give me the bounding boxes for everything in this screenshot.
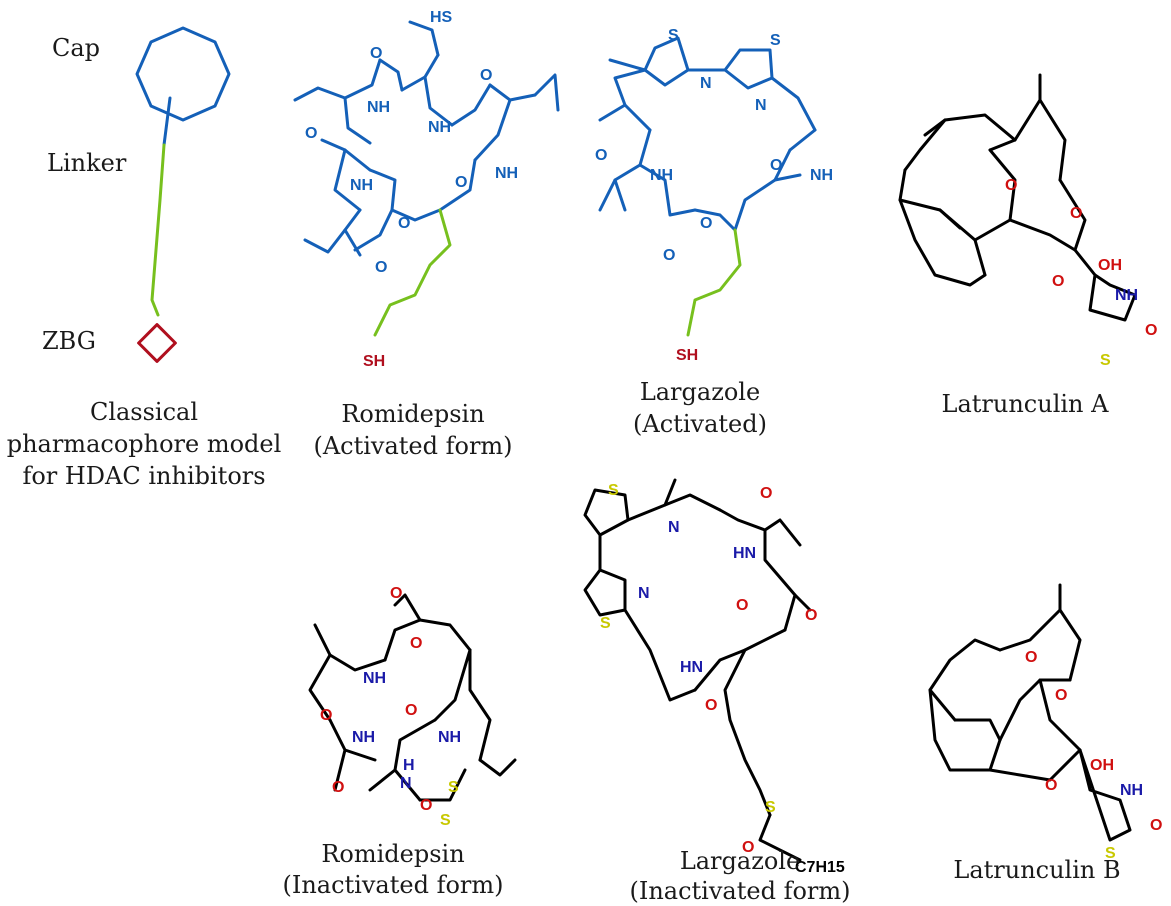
- latrunculin-b-nh: NH: [1120, 782, 1143, 799]
- largazole-i-o5: O: [742, 839, 754, 856]
- romidepsin-i-o3: O: [320, 707, 332, 724]
- largazole-a-n2: N: [755, 97, 767, 114]
- romidepsin-i-s2: S: [440, 812, 451, 829]
- largazole-i-caption-1: Largazole: [680, 847, 800, 875]
- largazole-i-o1: O: [760, 485, 772, 502]
- romidepsin-a-o3: O: [305, 125, 317, 142]
- model-caption-line-2: pharmacophore model: [7, 430, 282, 458]
- romidepsin-a-caption-2: (Activated form): [313, 432, 512, 460]
- cap-octagon: [135, 26, 231, 122]
- latrunculin-a-o3: O: [1052, 273, 1064, 290]
- latrunculin-a-structure: O O OH O NH O S Latrunculin A: [898, 73, 1157, 418]
- romidepsin-a-o1: O: [370, 45, 382, 62]
- latrunculin-a-o1: O: [1070, 205, 1082, 222]
- model-caption-line-1: Classical: [90, 398, 198, 426]
- pharmacophore-model: Cap Linker ZBG Classical pharmacophore m…: [7, 26, 282, 490]
- romidepsin-a-sh: SH: [363, 353, 385, 370]
- romidepsin-a-hs: HS: [430, 9, 453, 26]
- romidepsin-i-o6: O: [420, 797, 432, 814]
- latrunculin-a-oh: OH: [1098, 257, 1122, 274]
- largazole-i-s3: S: [765, 799, 776, 816]
- zbg-square: [137, 323, 177, 363]
- largazole-i-o4: O: [705, 697, 717, 714]
- largazole-i-o2: O: [736, 597, 748, 614]
- romidepsin-a-nh4: NH: [350, 177, 373, 194]
- latrunculin-a-nh: NH: [1115, 287, 1138, 304]
- largazole-a-n1: N: [700, 75, 712, 92]
- romidepsin-i-h: H: [403, 757, 415, 774]
- romidepsin-a-nh1: NH: [367, 99, 390, 116]
- latrunculin-b-o4: O: [1150, 817, 1162, 834]
- largazole-i-s1: S: [608, 482, 619, 499]
- largazole-a-o2: O: [595, 147, 607, 164]
- zbg-label: ZBG: [42, 327, 96, 355]
- romidepsin-i-caption-2: (Inactivated form): [282, 871, 503, 899]
- romidepsin-i-o2: O: [410, 635, 422, 652]
- largazole-a-o1: O: [770, 157, 782, 174]
- latrunculin-b-o3: O: [1045, 777, 1057, 794]
- romidepsin-a-o5: O: [398, 215, 410, 232]
- largazole-i-hn2: HN: [680, 659, 703, 676]
- largazole-i-o3: O: [805, 607, 817, 624]
- romidepsin-i-nh2: NH: [352, 729, 375, 746]
- latrunculin-b-structure: O O OH O NH O S Latrunculin B: [928, 583, 1162, 884]
- romidepsin-i-o5: O: [332, 779, 344, 796]
- largazole-i-n1: N: [668, 519, 680, 536]
- romidepsin-a-o4: O: [455, 174, 467, 191]
- cap-label: Cap: [52, 34, 100, 62]
- romidepsin-inactivated-structure: O O NH O O NH NH H N O O S S Romidepsin …: [282, 585, 517, 899]
- romidepsin-i-nh1: NH: [363, 670, 386, 687]
- latrunculin-a-o2: O: [1005, 177, 1017, 194]
- romidepsin-a-nh3: NH: [495, 165, 518, 182]
- largazole-a-caption-1: Largazole: [640, 378, 760, 406]
- latrunculin-b-oh: OH: [1090, 757, 1114, 774]
- romidepsin-a-o2: O: [480, 67, 492, 84]
- cap-stem: [162, 96, 172, 147]
- latrunculin-b-o1: O: [1025, 649, 1037, 666]
- romidepsin-i-nh3: NH: [438, 729, 461, 746]
- largazole-a-o3: O: [700, 215, 712, 232]
- largazole-a-caption-2: (Activated): [633, 410, 767, 438]
- largazole-a-sh: SH: [676, 347, 698, 364]
- romidepsin-i-n: N: [400, 775, 412, 792]
- largazole-i-n2: N: [638, 585, 650, 602]
- latrunculin-b-o2: O: [1055, 687, 1067, 704]
- largazole-i-c7h15: C7H15: [795, 859, 845, 876]
- romidepsin-activated-structure: HS O NH NH O NH O NH O O O SH Romidepsin…: [293, 9, 560, 460]
- largazole-a-nh2: NH: [650, 167, 673, 184]
- largazole-a-s1: S: [668, 27, 679, 44]
- romidepsin-i-caption-1: Romidepsin: [321, 840, 464, 868]
- latrunculin-a-s: S: [1100, 352, 1111, 369]
- model-caption-line-3: for HDAC inhibitors: [22, 462, 265, 490]
- latrunculin-a-o4: O: [1145, 322, 1157, 339]
- romidepsin-a-o6: O: [375, 259, 387, 276]
- romidepsin-a-caption-1: Romidepsin: [341, 400, 484, 428]
- latrunculin-b-caption: Latrunculin B: [953, 856, 1120, 884]
- largazole-i-hn1: HN: [733, 545, 756, 562]
- largazole-i-caption-2: (Inactivated form): [629, 877, 850, 905]
- largazole-activated-structure: S N S N NH O O NH O O SH Largazole (Acti…: [595, 27, 833, 438]
- latrunculin-a-caption: Latrunculin A: [942, 390, 1110, 418]
- latrunculin-b-s: S: [1105, 845, 1116, 862]
- linker-chain: [150, 143, 166, 317]
- largazole-i-s2: S: [600, 615, 611, 632]
- romidepsin-i-o4: O: [405, 702, 417, 719]
- largazole-a-s2: S: [770, 32, 781, 49]
- largazole-a-o4: O: [663, 247, 675, 264]
- romidepsin-i-s1: S: [448, 779, 459, 796]
- romidepsin-a-nh2: NH: [428, 119, 451, 136]
- romidepsin-i-o1: O: [390, 585, 402, 602]
- largazole-inactivated-structure: S N O HN N S O O HN O S O C7H15 Largazol…: [583, 478, 851, 905]
- linker-label: Linker: [47, 149, 127, 177]
- largazole-a-nh1: NH: [810, 167, 833, 184]
